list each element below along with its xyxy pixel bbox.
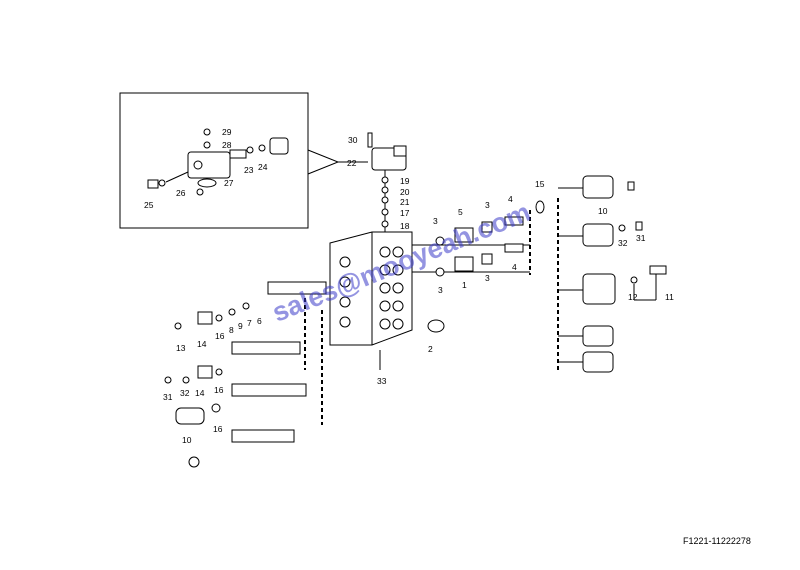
callout-3-a: 3 (433, 216, 438, 226)
callout-7: 7 (247, 318, 252, 328)
callout-16-c: 16 (213, 424, 223, 434)
callout-14-b: 14 (195, 388, 205, 398)
callout-10-a: 10 (598, 206, 608, 216)
callout-14-a: 14 (197, 339, 207, 349)
inset-callout-23: 23 (244, 165, 254, 175)
callout-15: 15 (535, 179, 545, 189)
callout-12: 12 (628, 292, 638, 302)
inset-callout-28: 28 (222, 140, 232, 150)
callout-6: 6 (257, 316, 262, 326)
inset-callout-27: 27 (224, 178, 234, 188)
callout-13: 13 (176, 343, 186, 353)
detail-inset: 29 28 23 24 27 26 25 (119, 92, 368, 229)
callout-4-a: 4 (508, 194, 513, 204)
inset-callout-26: 26 (176, 188, 186, 198)
upper-valve-stack: 30 22 19 20 21 17 18 (347, 132, 410, 232)
callout-22: 22 (347, 158, 357, 168)
inset-callout-24: 24 (258, 162, 268, 172)
left-parts: 13 14 16 8 9 7 6 31 32 14 16 10 16 (163, 281, 327, 468)
middle-parts: 3 5 3 4 3 1 3 4 2 33 (377, 194, 524, 386)
right-parts: 15 10 32 31 12 11 (412, 175, 674, 373)
callout-11: 11 (665, 292, 674, 302)
callout-18: 18 (400, 221, 410, 231)
main-valve-body (329, 231, 445, 370)
callout-30: 30 (348, 135, 358, 145)
callout-33: 33 (377, 376, 387, 386)
callout-16-b: 16 (214, 385, 224, 395)
callout-20: 20 (400, 187, 410, 197)
callout-9: 9 (238, 321, 243, 331)
figure-id: F1221-11222278 (683, 536, 751, 546)
callout-3-c: 3 (438, 285, 443, 295)
callout-32-a: 32 (618, 238, 628, 248)
callout-4-b: 4 (512, 262, 517, 272)
callout-2: 2 (428, 344, 433, 354)
inset-callout-25: 25 (144, 200, 154, 210)
callout-3-d: 3 (485, 273, 490, 283)
callout-31-a: 31 (636, 233, 646, 243)
inset-callout-29: 29 (222, 127, 232, 137)
callout-10-b: 10 (182, 435, 192, 445)
callout-5: 5 (458, 207, 463, 217)
callout-31-b: 31 (163, 392, 173, 402)
callout-21: 21 (400, 197, 410, 207)
callout-3-b: 3 (485, 200, 490, 210)
callout-8: 8 (229, 325, 234, 335)
callout-1: 1 (462, 280, 467, 290)
callout-32-b: 32 (180, 388, 190, 398)
callout-16-a: 16 (215, 331, 225, 341)
callout-17: 17 (400, 208, 410, 218)
callout-19: 19 (400, 176, 410, 186)
